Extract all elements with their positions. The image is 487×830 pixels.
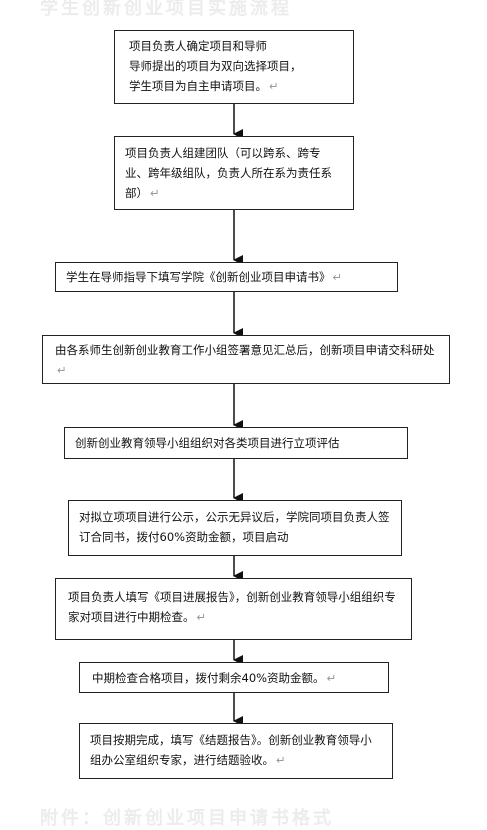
step-8-text: 中期检查合格项目，拨付剩余40%资助金额。 [92,671,325,685]
paragraph-mark-icon: ↵ [276,753,286,767]
step-3-text: 学生在导师指导下填写学院《创新创业项目申请书》 [66,270,331,284]
paragraph-mark-icon: ↵ [332,270,343,284]
paragraph-mark-icon: ↵ [196,610,207,624]
step-4-text: 由各系师生创新创业教育工作小组签署意见汇总后，创新项目申请交科研处 [55,343,435,357]
faint-header-text: 学生创新创业项目实施流程 [40,0,292,19]
step-6-text: 对拟立项项目进行公示，公示无异议后，学院同项目负责人签订合同书，拨付60%资助金… [79,510,390,544]
step-5-text: 创新创业教育领导小组组织对各类项目进行立项评估 [75,436,340,450]
step-3-box: 学生在导师指导下填写学院《创新创业项目申请书》↵ [55,262,398,292]
step-1-box: 项目负责人确定项目和导师 导师提出的项目为双向选择项目， 学生项目为自主申请项目… [114,30,354,104]
step-7-box: 项目负责人填写《项目进展报告》，创新创业教育领导小组组织专家对项目进行中期检查。… [55,578,412,640]
step-2-box: 项目负责人组建团队（可以跨系、跨专业、跨年级组队，负责人所在系为责任系部）↵ [114,136,354,210]
step-4-box: 由各系师生创新创业教育工作小组签署意见汇总后，创新项目申请交科研处 ↵ [42,335,450,384]
step-7-text: 项目负责人填写《项目进展报告》，创新创业教育领导小组组织专家对项目进行中期检查。 [68,590,396,624]
paragraph-mark-icon: ↵ [150,186,160,200]
step-5-box: 创新创业教育领导小组组织对各类项目进行立项评估 [64,427,408,459]
paragraph-mark-icon: ↵ [326,671,337,685]
step-9-text: 项目按期完成，填写《结题报告》。创新创业教育领导小组办公室组织专家，进行结题验收… [90,733,372,767]
step-6-box: 对拟立项项目进行公示，公示无异议后，学院同项目负责人签订合同书，拨付60%资助金… [68,500,402,556]
step-8-box: 中期检查合格项目，拨付剩余40%资助金额。↵ [79,662,389,693]
step-1-text: 项目负责人确定项目和导师 导师提出的项目为双向选择项目， 学生项目为自主申请项目… [129,39,302,93]
paragraph-mark-icon: ↵ [269,79,279,93]
step-9-box: 项目按期完成，填写《结题报告》。创新创业教育领导小组办公室组织专家，进行结题验收… [79,723,393,779]
faint-footer-text: 附件：创新创业项目申请书格式 [40,808,334,829]
step-2-text: 项目负责人组建团队（可以跨系、跨专业、跨年级组队，负责人所在系为责任系部） [125,146,332,200]
paragraph-mark-icon: ↵ [57,363,67,377]
